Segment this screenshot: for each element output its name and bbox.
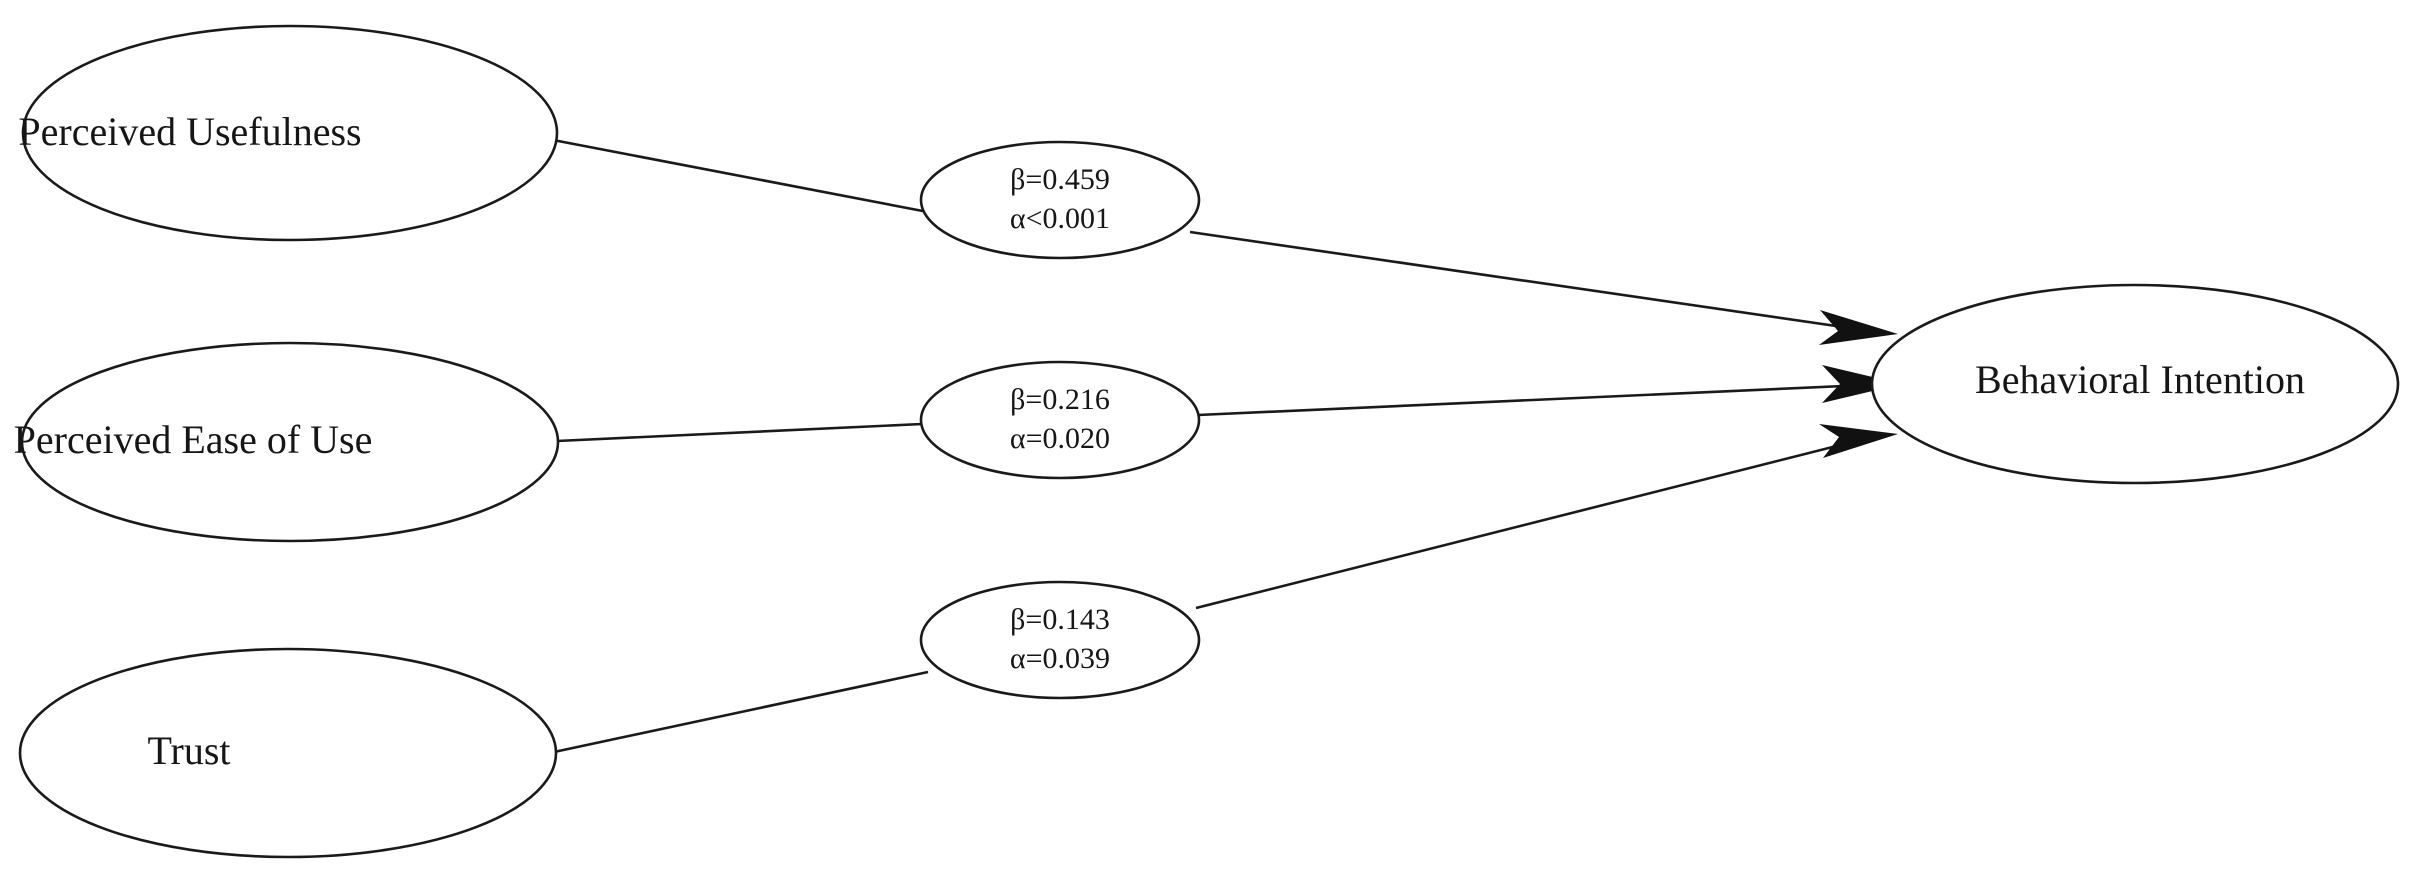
alpha3-value-label: α=0.039	[1010, 642, 1110, 675]
beta2-ellipse[interactable]	[919, 360, 1201, 480]
arrowhead-peou-to-bi	[1822, 365, 1902, 403]
path-coefficient-trust-to-bi[interactable]: β=0.143 α=0.039	[919, 580, 1201, 700]
arrowhead-pu-to-bi	[1819, 310, 1898, 345]
trust-label: Trust	[147, 728, 230, 773]
node-perceived-usefulness[interactable]: Perceived Usefulness	[18, 24, 559, 242]
beta1-value-label: β=0.459	[1010, 163, 1110, 196]
perceived-usefulness-label: Perceived Usefulness	[18, 109, 361, 154]
connector-peou-to-beta2	[556, 422, 923, 443]
beta3-value-label: β=0.143	[1010, 603, 1110, 636]
connector-beta1-to-bi	[1189, 230, 1885, 335]
node-trust[interactable]: Trust	[18, 647, 558, 859]
perceived-ease-of-use-label: Perceived Ease of Use	[14, 417, 373, 462]
node-behavioral-intention[interactable]: Behavioral Intention	[1870, 283, 2400, 485]
perceived-ease-of-use-ellipse[interactable]	[20, 341, 560, 543]
node-perceived-ease-of-use[interactable]: Perceived Ease of Use	[14, 341, 560, 543]
beta2-value-label: β=0.216	[1010, 383, 1110, 416]
behavioral-intention-ellipse[interactable]	[1870, 283, 2400, 485]
beta3-ellipse[interactable]	[919, 580, 1201, 700]
beta1-ellipse[interactable]	[919, 140, 1201, 260]
trust-ellipse[interactable]	[18, 647, 558, 859]
connector-trust-to-beta3	[553, 670, 929, 754]
connector-beta2-to-bi	[1197, 382, 1890, 417]
alpha1-value-label: α<0.001	[1010, 202, 1110, 235]
connector-pu-to-beta1	[552, 138, 929, 214]
perceived-usefulness-ellipse[interactable]	[21, 24, 559, 242]
path-coefficient-peou-to-bi[interactable]: β=0.216 α=0.020	[919, 360, 1201, 480]
arrowhead-trust-to-bi	[1819, 424, 1898, 458]
behavioral-intention-label: Behavioral Intention	[1975, 357, 2305, 402]
alpha2-value-label: α=0.020	[1010, 422, 1110, 455]
path-coefficient-pu-to-bi[interactable]: β=0.459 α<0.001	[919, 140, 1201, 260]
connector-beta3-to-bi	[1195, 432, 1885, 610]
